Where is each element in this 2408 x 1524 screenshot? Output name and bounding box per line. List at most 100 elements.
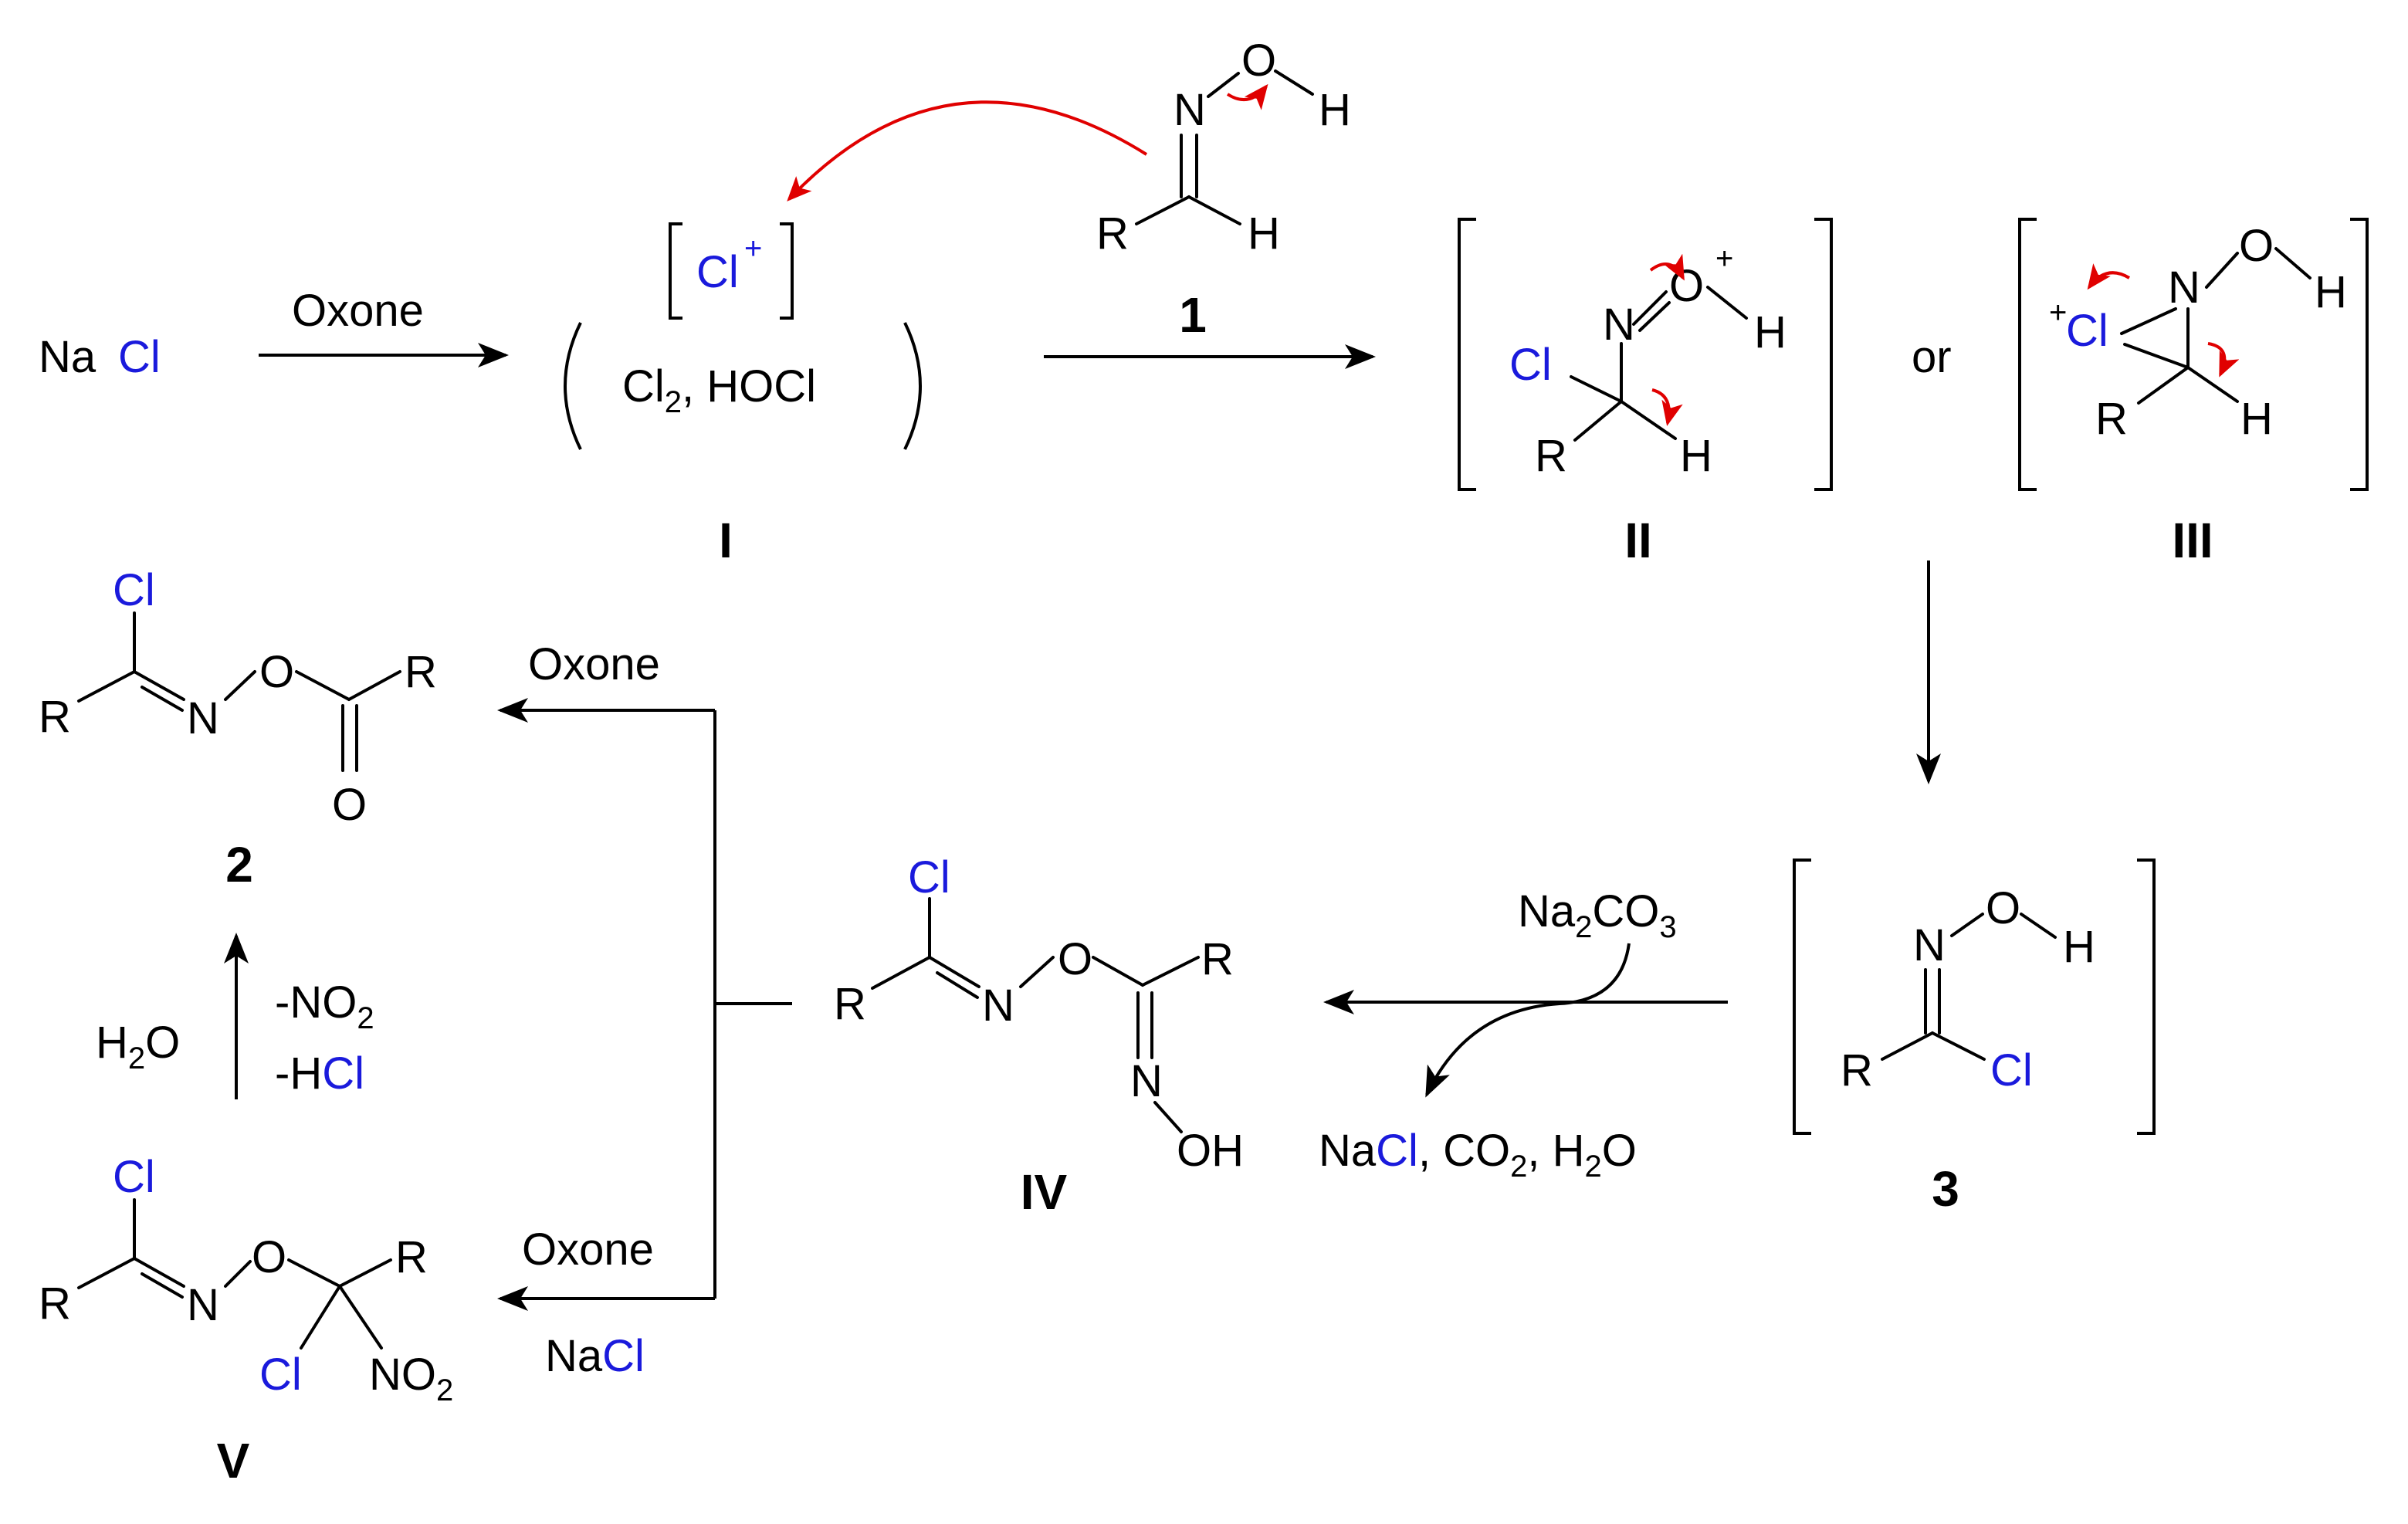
bracket: [2018, 218, 2037, 491]
bond: [77, 1257, 136, 1289]
bracket: [1814, 218, 1833, 491]
bond: [1570, 375, 1623, 403]
bond: [2137, 366, 2190, 405]
bond: [133, 670, 185, 701]
bond: [1153, 1101, 1183, 1133]
bond: [1187, 195, 1241, 225]
v-r2: R: [395, 1232, 428, 1282]
oxime-1-h: H: [1319, 85, 1351, 135]
start-cl: Cl: [118, 332, 161, 382]
bond: [1881, 1031, 1934, 1061]
reservoir-right-paren: [903, 322, 922, 450]
bond: [1207, 72, 1240, 98]
bond: [224, 1260, 252, 1288]
step3-byproducts: NaCl, CO2, H2O: [1319, 1126, 1637, 1184]
bond: [871, 956, 931, 990]
label-3: 3: [1932, 1161, 1959, 1217]
bracket: [1458, 218, 1476, 491]
product-2: Cl R N O R O 2: [39, 565, 437, 892]
oxime-1-r: R: [1096, 208, 1129, 259]
bond: [2274, 247, 2311, 279]
or-connector: or: [1912, 332, 1952, 382]
label-II: II: [1624, 513, 1652, 568]
iv-o: O: [1058, 934, 1092, 984]
v-cl2: Cl: [259, 1350, 302, 1400]
label-V: V: [217, 1433, 250, 1488]
bond: [2020, 913, 2057, 939]
bond: [141, 1272, 184, 1299]
v-cl: Cl: [113, 1152, 155, 1202]
electron-push-arrow-2: [1226, 83, 1268, 110]
lower-branch-reagent-1: Oxone: [522, 1224, 654, 1275]
iii-oh: H: [2315, 267, 2347, 317]
bond: [295, 670, 351, 701]
upper-branch-reagent: Oxone: [528, 639, 660, 689]
p2-o: O: [259, 647, 294, 697]
ii-r: R: [1535, 431, 1567, 481]
step3-reagent: Na2CO3: [1518, 886, 1677, 944]
bond: [1706, 286, 1748, 320]
conversion-no2-loss: -NO2: [275, 977, 374, 1035]
p2-n: N: [187, 693, 219, 743]
bond: [1019, 956, 1055, 988]
iv-r1: R: [834, 979, 866, 1029]
cl-cation: Cl: [696, 247, 739, 297]
bond: [1632, 290, 1668, 326]
bond: [936, 971, 979, 999]
bond: [1931, 1031, 1986, 1061]
s3-n: N: [1913, 920, 1946, 970]
iii-charge: +: [2049, 296, 2067, 330]
bond: [347, 670, 401, 701]
start-na: Na: [39, 332, 97, 382]
bond: [2120, 307, 2177, 335]
iii-r: R: [2095, 394, 2128, 444]
p2-cl: Cl: [113, 565, 155, 615]
step3-curved-arrow: [1425, 943, 1631, 1098]
p2-r2: R: [405, 647, 437, 697]
oxime-1-o: O: [1241, 36, 1276, 86]
bond: [2205, 252, 2239, 289]
bond: [1135, 195, 1190, 225]
species-IV: Cl R N O R N OH IV: [834, 852, 1244, 1220]
label-III: III: [2172, 513, 2213, 568]
bond: [1092, 956, 1144, 987]
bond: [928, 956, 980, 988]
bond: [224, 670, 256, 701]
iii-o: O: [2239, 221, 2274, 271]
bond: [2123, 343, 2190, 369]
s3-oh: H: [2063, 922, 2095, 972]
species-II: N O + H Cl R H II: [1458, 218, 1833, 568]
bond: [338, 1258, 392, 1288]
p2-r1: R: [39, 692, 71, 742]
bracket: [2350, 218, 2369, 491]
electron-push-arrow-1: [787, 100, 1148, 202]
cl-cation-charge: +: [744, 232, 762, 266]
electron-push-arrow-3: [1649, 253, 1685, 281]
bond: [300, 1285, 341, 1350]
iii-n: N: [2168, 262, 2200, 313]
electron-push-arrow-4: [1651, 388, 1683, 426]
bond: [1274, 69, 1314, 96]
p2-carbonyl-o: O: [332, 780, 367, 830]
iv-n1: N: [982, 980, 1014, 1031]
bond: [1638, 301, 1671, 332]
bond: [1573, 400, 1623, 442]
ii-ch: H: [1680, 431, 1712, 481]
bond: [1620, 400, 1677, 440]
bond: [1141, 956, 1200, 987]
iii-cl: Cl: [2066, 306, 2108, 356]
bond: [133, 1257, 185, 1288]
cl-cation-left-bracket: [669, 222, 682, 320]
oxime-1: N O H R H 1: [1096, 36, 1351, 343]
oxime-1-n: N: [1174, 85, 1206, 135]
bond: [141, 686, 184, 712]
iv-r2: R: [1201, 934, 1234, 984]
bond: [1950, 913, 1984, 937]
lower-branch-reagent-2: NaCl: [545, 1331, 645, 1381]
ii-oh: H: [1754, 307, 1787, 357]
ii-cl: Cl: [1509, 340, 1552, 390]
label-1: 1: [1179, 287, 1207, 343]
s3-r: R: [1841, 1045, 1873, 1096]
conversion-hcl-loss: -HCl: [275, 1048, 364, 1099]
